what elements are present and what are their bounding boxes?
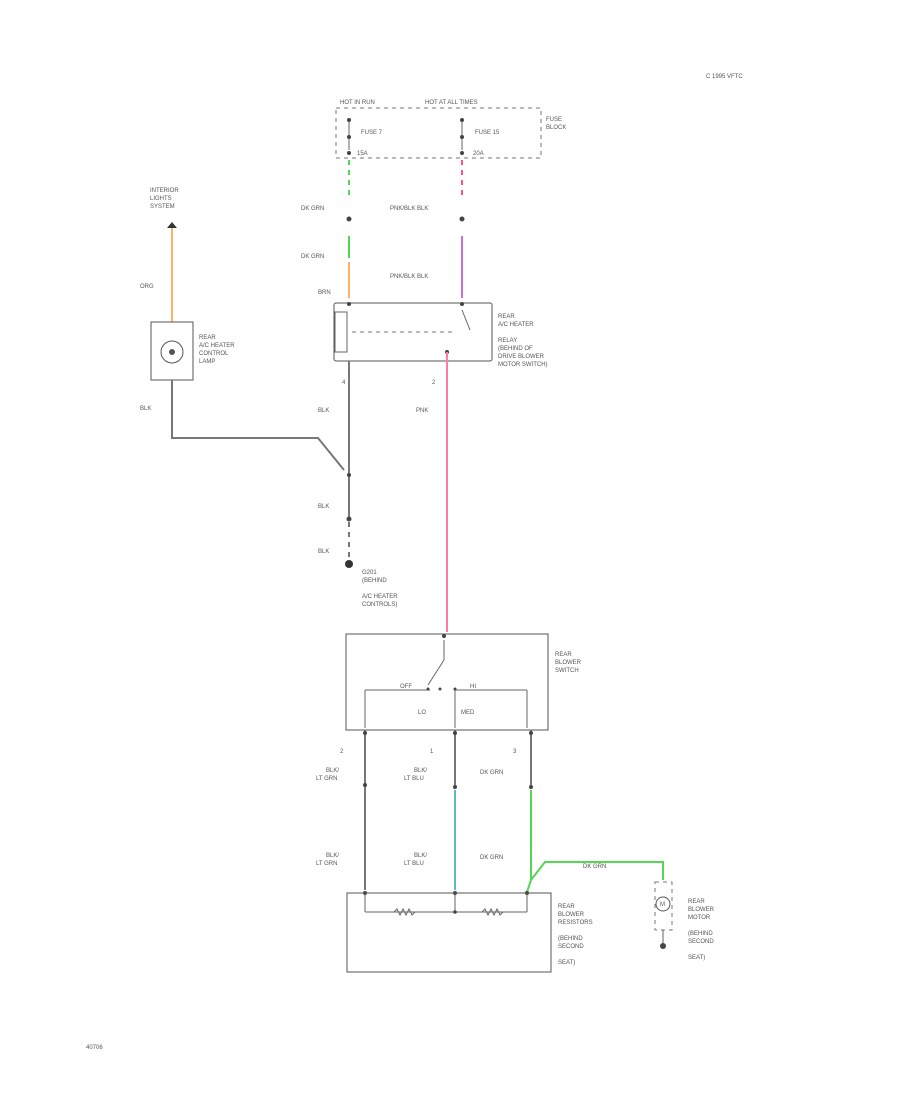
relay-3: RELAY <box>498 338 517 344</box>
blower-switch-2: BLOWER <box>555 660 582 666</box>
resistors-3: RESISTORS <box>558 920 593 926</box>
ground-1: G201 <box>362 570 377 576</box>
fuse-block-name-1: FUSE <box>546 117 562 123</box>
wire-blk-lamp <box>171 380 345 471</box>
motor-5: SECOND <box>688 939 714 945</box>
control-lamp <box>150 321 194 381</box>
lamp-bulb-icon <box>160 340 184 364</box>
hot-at-all-times-label: HOT AT ALL TIMES <box>425 100 478 106</box>
control-lamp-3: CONTROL <box>199 351 229 357</box>
label-lower-mid-2b: LT BLU <box>404 861 424 867</box>
label-lower-left-1a: BLK/ <box>326 768 339 774</box>
ground-2: (BEHIND <box>362 578 387 584</box>
label-dk-grn-1: DK GRN <box>301 206 324 212</box>
fuse-block-name-2: BLOCK <box>546 125 566 131</box>
ground-3: A/C HEATER <box>362 594 398 600</box>
fuse-7-amp: 15A <box>357 151 368 157</box>
relay-5: DRIVE BLOWER <box>498 354 545 360</box>
interior-lights-2: LIGHTS <box>150 196 172 202</box>
wire-dk-grn-motor <box>530 861 664 881</box>
switch-pos-off: OFF <box>400 684 412 690</box>
resistors-5: SECOND <box>558 944 584 950</box>
label-blk-1: BLK <box>318 408 329 414</box>
rear-blower-switch <box>345 633 549 731</box>
resistor-1-icon <box>393 907 416 917</box>
switch-pos-hi: HI <box>470 684 476 690</box>
motor-symbol: M <box>660 902 665 908</box>
label-org: ORG <box>140 284 154 290</box>
motor-icon <box>655 896 671 912</box>
label-lower-mid-1b: LT BLU <box>404 776 424 782</box>
ground-4: CONTROLS) <box>362 602 397 608</box>
control-lamp-4: LAMP <box>199 359 215 365</box>
label-lower-mid-2a: BLK/ <box>414 853 427 859</box>
label-lower-left-2b: LT GRN <box>316 861 337 867</box>
label-sw-pin-right: 3 <box>513 749 517 755</box>
label-pnk-blk-1: PNK/BLK BLK <box>390 206 428 212</box>
switch-pos-med: MED <box>461 710 475 716</box>
relay-6: MOTOR SWITCH) <box>498 362 548 368</box>
relay-2: A/C HEATER <box>498 322 534 328</box>
label-blk-3: BLK <box>318 549 329 555</box>
label-lower-left-1b: LT GRN <box>316 776 337 782</box>
label-lower-left-2a: BLK/ <box>326 853 339 859</box>
label-lower-right-1: DK GRN <box>480 770 503 776</box>
blower-switch-1: REAR <box>555 652 572 658</box>
control-lamp-1: REAR <box>199 335 216 341</box>
motor-6: SEAT) <box>688 955 705 961</box>
label-pin-2: 2 <box>432 380 436 386</box>
label-blk-lamp: BLK <box>140 406 151 412</box>
fuse-15-amp: 20A <box>473 151 484 157</box>
label-brn: BRN <box>318 290 331 296</box>
label-blk-2: BLK <box>318 504 329 510</box>
label-lower-mid-1a: BLK/ <box>414 768 427 774</box>
motor-1: REAR <box>688 899 705 905</box>
rear-heater-relay <box>333 302 493 362</box>
fuse-7-label: FUSE 7 <box>361 130 383 136</box>
motor-4: (BEHIND <box>688 931 713 937</box>
resistors-4: (BEHIND <box>558 936 583 942</box>
resistor-2-icon <box>481 907 504 917</box>
fuse-15-label: FUSE 15 <box>475 130 500 136</box>
resistors-2: BLOWER <box>558 912 585 918</box>
switch-pos-lo: LO <box>418 710 426 716</box>
label-dk-grn-2: DK GRN <box>301 254 324 260</box>
resistors-1: REAR <box>558 904 575 910</box>
relay-4: (BEHIND OF <box>498 346 533 352</box>
wire-dk-grn-upper <box>346 160 352 298</box>
control-lamp-2: A/C HEATER <box>199 343 235 349</box>
diagram-id: 40706 <box>86 1045 103 1051</box>
motor-3: MOTOR <box>688 915 711 921</box>
label-sw-pin-mid: 1 <box>430 749 434 755</box>
hot-in-run-label: HOT IN RUN <box>340 100 375 106</box>
ground-icon <box>345 560 353 568</box>
copyright-code: C 1995 VFTC <box>706 74 743 80</box>
relay-1: REAR <box>498 314 515 320</box>
label-pnk-blk-2: PNK/BLK BLK <box>390 274 428 280</box>
interior-lights-3: SYSTEM <box>150 204 175 210</box>
label-motor-wire: DK GRN <box>583 864 606 870</box>
label-pin-4: 4 <box>342 380 346 386</box>
label-sw-pin-left: 2 <box>340 749 344 755</box>
rear-blower-resistors <box>346 892 552 973</box>
resistors-6: SEAT) <box>558 960 575 966</box>
wire-pnk-blk-upper <box>459 160 465 298</box>
motor-2: BLOWER <box>688 907 715 913</box>
rear-blower-motor <box>654 881 673 949</box>
interior-lights-1: INTERIOR <box>150 188 179 194</box>
blower-switch-3: SWITCH <box>555 668 579 674</box>
interior-lights-arrow-icon <box>167 222 177 228</box>
label-lower-right-2: DK GRN <box>480 855 503 861</box>
fuse-block: HOT IN RUN HOT AT ALL TIMES FUSE 7 FUSE … <box>335 100 566 159</box>
label-pnk: PNK <box>416 408 428 414</box>
